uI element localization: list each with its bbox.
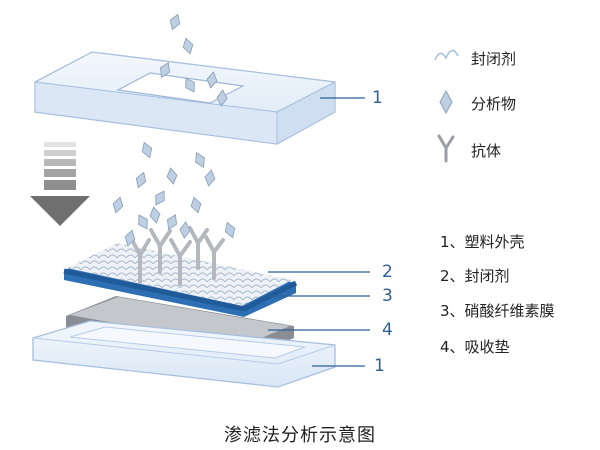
analyte-diamond xyxy=(166,213,178,231)
part-item-membrane: 3、硝酸纤维素膜 xyxy=(440,302,555,320)
analyte-diamond xyxy=(166,167,178,185)
analyte-diamond xyxy=(141,141,153,159)
diagram-caption: 渗滤法分析示意图 xyxy=(224,425,376,446)
analyte-diamond xyxy=(124,229,136,247)
analyte-diamond xyxy=(204,169,216,187)
leader-lines xyxy=(268,97,370,367)
analyte-diamond xyxy=(155,190,165,206)
diamond-icon xyxy=(439,89,453,115)
layer-number-membrane: 3 xyxy=(382,286,393,306)
layer-number-top-case: 1 xyxy=(372,88,383,108)
analyte-diamond xyxy=(224,221,236,239)
analyte-diamond xyxy=(179,221,191,239)
analyte-particles xyxy=(112,13,236,247)
analyte-diamond xyxy=(149,206,161,224)
down-arrow-icon xyxy=(30,142,90,226)
layer-number-bottom-case: 1 xyxy=(374,356,385,376)
bottom-plastic-case xyxy=(32,320,336,388)
part-item-pad: 4、吸收垫 xyxy=(440,338,510,356)
part-item-plastic-case: 1、塑料外壳 xyxy=(440,233,525,251)
legend-blocker-label: 封闭剂 xyxy=(471,50,517,68)
analyte-diamond xyxy=(190,196,202,214)
part-item-blocker: 2、封闭剂 xyxy=(440,267,510,285)
analyte-diamond xyxy=(135,171,147,189)
layer-number-blocker: 2 xyxy=(382,262,393,282)
layer-number-pad: 4 xyxy=(382,320,393,340)
analyte-diamond xyxy=(216,89,228,107)
wavy-line-icon xyxy=(434,49,459,61)
antibody-cluster xyxy=(129,226,225,286)
analyte-diamond xyxy=(169,13,181,31)
analyte-diamond xyxy=(185,77,195,93)
legend-antibody-label: 抗体 xyxy=(471,142,502,160)
analyte-diamond xyxy=(194,151,206,169)
top-plastic-case xyxy=(34,51,336,145)
analyte-diamond xyxy=(112,196,124,214)
analyte-diamond xyxy=(182,37,194,55)
analyte-diamond xyxy=(206,71,218,89)
legend-icons xyxy=(434,49,459,163)
y-antibody-icon xyxy=(437,134,455,163)
legend-analyte-label: 分析物 xyxy=(471,95,517,113)
analyte-diamond xyxy=(138,214,148,230)
analyte-diamond xyxy=(159,61,171,79)
